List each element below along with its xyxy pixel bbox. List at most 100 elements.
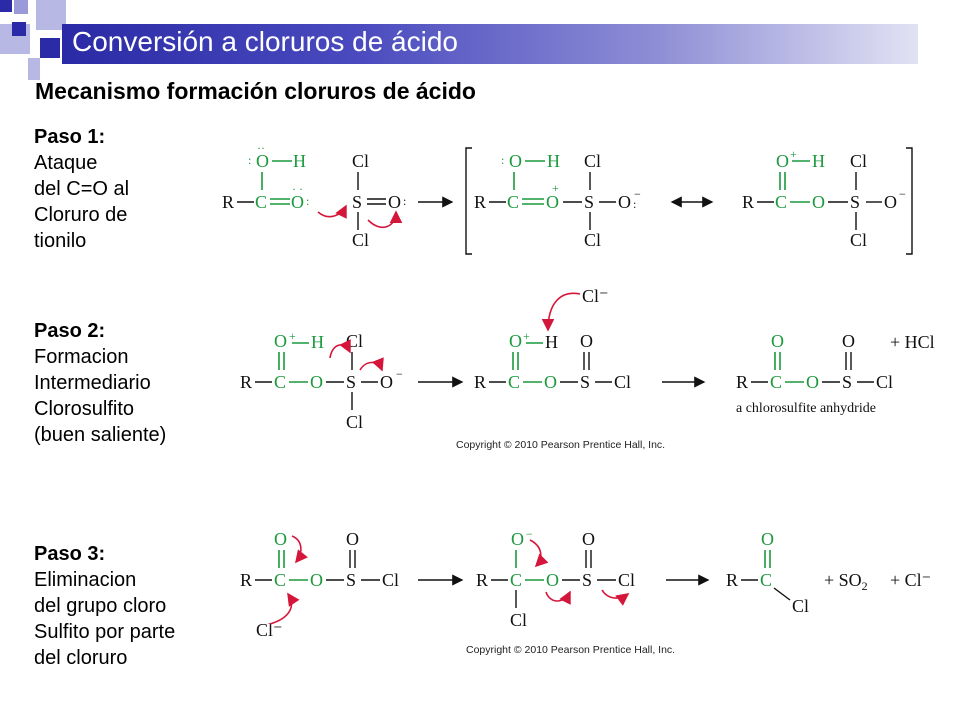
svg-text:C: C (274, 372, 286, 392)
svg-text:O: O (509, 151, 522, 171)
svg-text:S: S (582, 570, 592, 590)
svg-text:H: H (547, 151, 560, 171)
svg-text:Cl: Cl (850, 230, 867, 250)
svg-text:··: ·· (257, 141, 265, 155)
deco-square-1 (0, 0, 12, 12)
step-3-line: Sulfito por parte (34, 621, 176, 643)
svg-text:O: O (291, 192, 304, 212)
deco-square-6 (40, 38, 60, 58)
svg-text:+: + (790, 147, 797, 161)
svg-text:S: S (352, 192, 362, 212)
svg-text:C: C (510, 570, 522, 590)
svg-text:+: + (289, 329, 296, 343)
deco-square-5 (36, 0, 66, 30)
step-2-line: Formacion (34, 346, 129, 368)
svg-text:H: H (311, 332, 324, 352)
svg-text::: : (501, 153, 504, 167)
row-3-structures: R C O O S O Cl Cl⁻ R C O − O S O Cl (240, 527, 931, 656)
svg-text:O: O (310, 570, 323, 590)
svg-text:O: O (346, 529, 359, 549)
copyright-2: Copyright © 2010 Pearson Prentice Hall, … (466, 644, 675, 656)
svg-text:S: S (346, 570, 356, 590)
deco-square-7 (28, 58, 40, 80)
svg-text:Cl: Cl (876, 372, 893, 392)
svg-text:O: O (618, 192, 631, 212)
svg-text:O: O (806, 372, 819, 392)
svg-text:O: O (580, 331, 593, 351)
svg-text:O: O (812, 192, 825, 212)
svg-text:C: C (760, 570, 772, 590)
svg-text:H: H (293, 151, 306, 171)
svg-text:R: R (736, 372, 748, 392)
svg-text:O: O (771, 331, 784, 351)
svg-text:O: O (544, 372, 557, 392)
step-3-line: Eliminacion (34, 569, 137, 591)
svg-text:S: S (584, 192, 594, 212)
svg-text:−: − (634, 187, 641, 201)
svg-text:+: + (552, 181, 559, 195)
title-bar (62, 24, 918, 64)
step-2-line: Clorosulfito (34, 398, 135, 420)
svg-text:O: O (256, 151, 269, 171)
svg-text:O: O (509, 331, 522, 351)
slide-title: Conversión a cloruros de ácido (72, 26, 458, 57)
step-1-line: del C=O al (34, 178, 130, 200)
svg-text:Cl: Cl (618, 570, 635, 590)
chloride-ion-label: Cl⁻ (582, 286, 609, 306)
svg-text:−: − (899, 187, 906, 201)
svg-text:Cl: Cl (346, 412, 363, 432)
svg-text:C: C (775, 192, 787, 212)
so2-byproduct: + SO2 (824, 570, 868, 593)
svg-text:Cl: Cl (352, 151, 369, 171)
svg-text:+: + (523, 329, 530, 343)
svg-text:R: R (742, 192, 754, 212)
svg-text:O: O (546, 192, 559, 212)
deco-square-4 (12, 22, 26, 36)
anhydride-caption: a chlorosulfite anhydride (736, 401, 876, 416)
slide-subtitle: Mecanismo formación cloruros de ácido (35, 78, 476, 104)
svg-text:O: O (274, 331, 287, 351)
svg-text:S: S (346, 372, 356, 392)
svg-text::: : (403, 194, 406, 208)
svg-text:Cl: Cl (850, 151, 867, 171)
svg-text:−: − (526, 527, 533, 541)
svg-text:Cl: Cl (346, 331, 363, 351)
svg-text:R: R (476, 570, 488, 590)
svg-text::: : (248, 153, 251, 167)
svg-text:O: O (761, 529, 774, 549)
svg-text:O: O (511, 529, 524, 549)
svg-text:R: R (474, 192, 486, 212)
step-3-text: Paso 3: Eliminacion del grupo cloro Sulf… (34, 541, 175, 671)
svg-text:Cl: Cl (584, 230, 601, 250)
step-2-label: Paso 2: (34, 320, 106, 342)
step-2-line: (buen saliente) (34, 424, 167, 446)
step-1-line: Ataque (34, 152, 98, 174)
svg-text:O: O (582, 529, 595, 549)
step-1-line: Cloruro de (34, 204, 128, 226)
svg-text:H: H (812, 151, 825, 171)
step-1-label: Paso 1: (34, 126, 106, 148)
svg-text:O: O (776, 151, 789, 171)
svg-text:O: O (842, 331, 855, 351)
row-2-structures: Cl⁻ R C O + H O S Cl Cl O − R C O + H (240, 286, 935, 451)
deco-square-2 (14, 0, 28, 14)
svg-text:R: R (240, 372, 252, 392)
step-3-line: del grupo cloro (34, 595, 167, 617)
svg-text:S: S (850, 192, 860, 212)
step-2-text: Paso 2: Formacion Intermediario Clorosul… (34, 318, 166, 448)
svg-text::: : (633, 197, 636, 211)
svg-text:−: − (396, 367, 403, 381)
step-2-line: Intermediario (34, 372, 151, 394)
svg-text:C: C (770, 372, 782, 392)
svg-text:C: C (507, 192, 519, 212)
svg-text:Cl: Cl (352, 230, 369, 250)
svg-text:O: O (380, 372, 393, 392)
svg-text:C: C (255, 192, 267, 212)
svg-text:Cl: Cl (614, 372, 631, 392)
svg-text:R: R (222, 192, 234, 212)
svg-text:S: S (842, 372, 852, 392)
row-1-structures: R C O · · : O : ·· H Cl S O : Cl R C (222, 141, 913, 255)
svg-text:Cl: Cl (382, 570, 399, 590)
hcl-byproduct: + HCl (890, 332, 935, 352)
svg-text:C: C (274, 570, 286, 590)
